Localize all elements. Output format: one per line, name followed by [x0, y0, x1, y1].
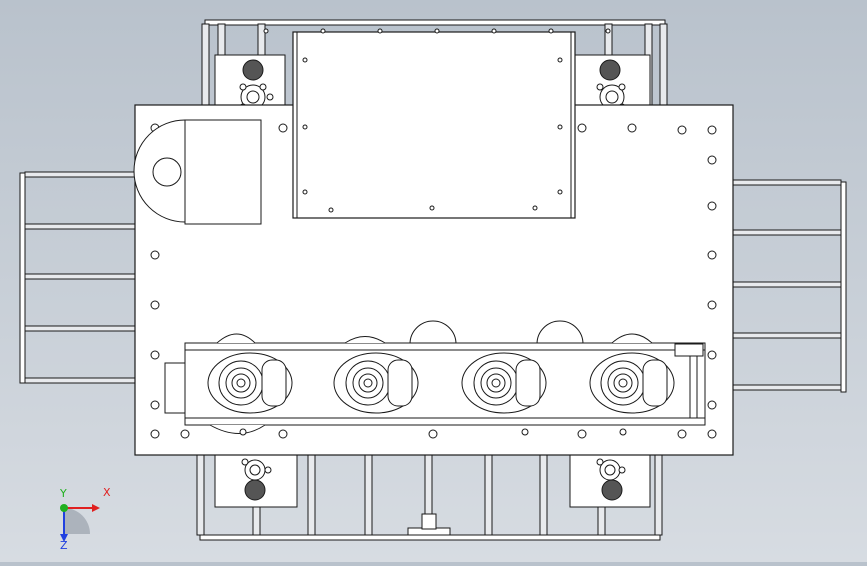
- roller-4: [589, 352, 675, 414]
- z-axis-label: Z: [60, 539, 68, 550]
- plate-holes: [150, 123, 717, 439]
- bearing-block-top-left: [214, 54, 286, 111]
- y-axis-label: Y: [59, 487, 67, 500]
- cam-discs: [409, 320, 584, 345]
- roller-2: [333, 352, 419, 414]
- x-axis-label: X: [103, 486, 111, 499]
- roller-1: [207, 352, 293, 414]
- left-rails: [19, 171, 138, 384]
- bearing-block-bottom-right: [569, 454, 651, 508]
- bearing-block-bottom-left: [214, 454, 298, 508]
- z-axis-arrow-icon: [60, 534, 68, 542]
- x-axis-arrow-icon: [92, 504, 100, 512]
- roller-3: [461, 352, 547, 414]
- motor-housing: [133, 119, 262, 225]
- right-rails: [730, 179, 847, 393]
- bearing-block-top-right: [574, 54, 651, 111]
- conveyor-ears: [209, 333, 653, 436]
- y-axis-dot-icon: [60, 504, 68, 512]
- orientation-triad: X Y Z: [59, 486, 111, 550]
- cover-plate: [263, 28, 611, 219]
